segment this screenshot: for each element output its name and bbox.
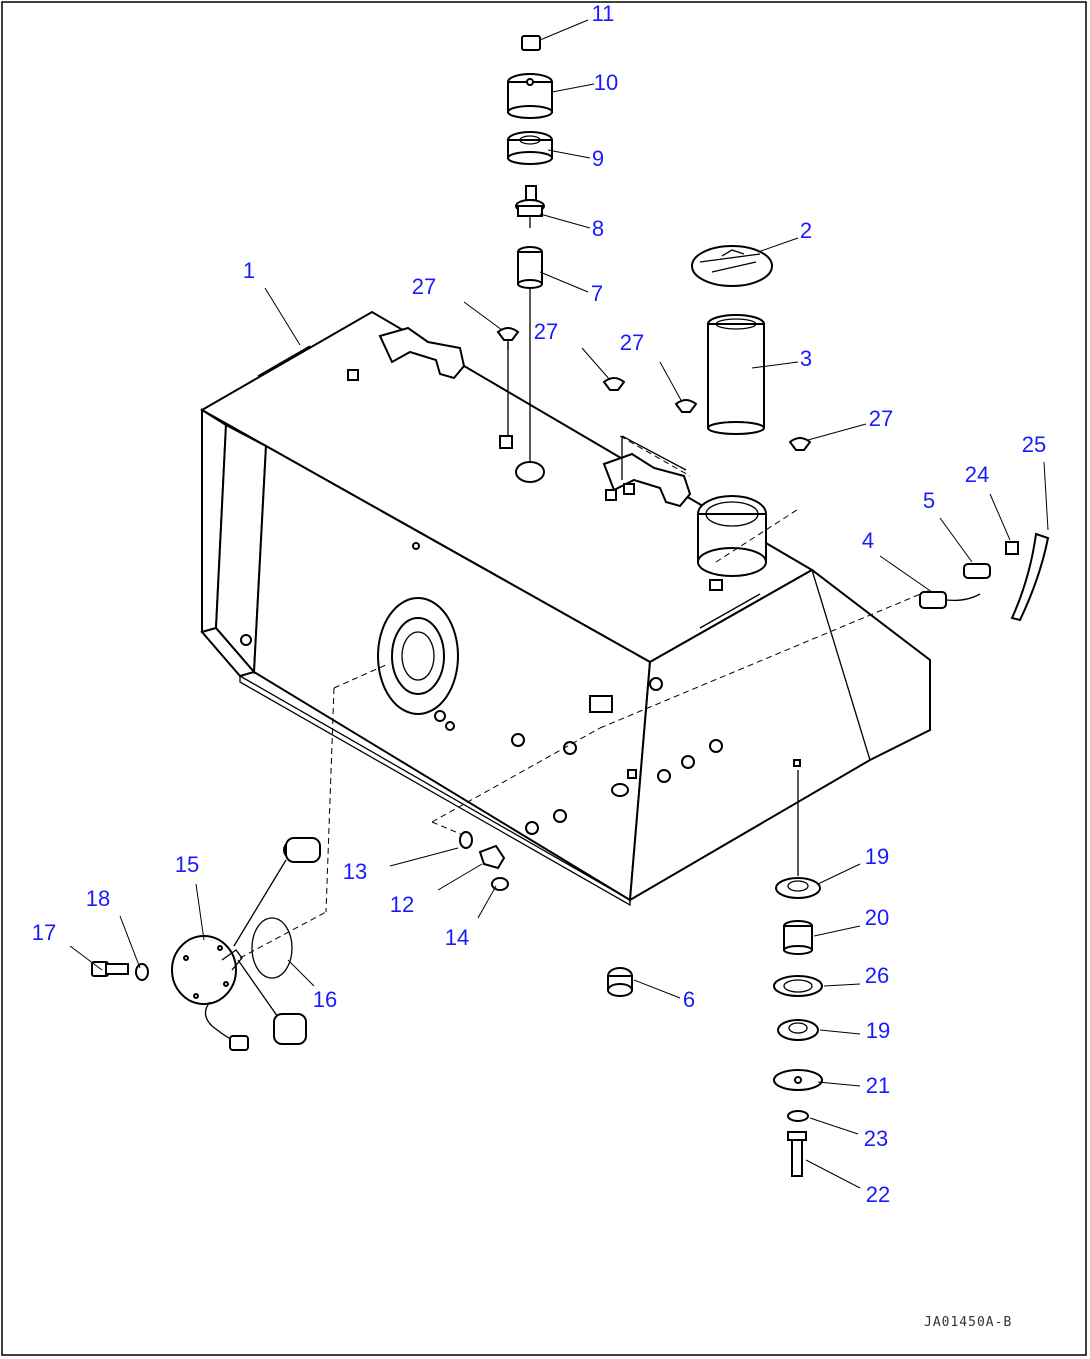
callout-c9: 9 [592,146,604,171]
sender-unit-stack [507,35,553,289]
callout-c20: 20 [865,905,889,930]
callout-c27c: 27 [620,330,644,355]
callout-c23: 23 [864,1126,888,1151]
callout-c17: 17 [32,920,56,945]
callout-leader-c10 [551,83,595,93]
callout-leader-c19 [817,863,861,885]
callout-leader-c21 [817,1081,861,1087]
callout-c11: 11 [592,1,615,26]
callout-c1: 1 [243,258,255,283]
drawing-code: JA01450A-B [924,1315,1012,1330]
callout-c22: 22 [866,1182,890,1207]
callout-c7: 7 [591,281,603,306]
callout-leader-c23 [809,1117,859,1135]
callout-c27b: 27 [534,319,558,344]
callout-leader-c22 [805,1159,861,1189]
callout-c6: 6 [683,987,695,1012]
callout-c16: 16 [313,987,337,1012]
callout-c19: 19 [865,844,889,869]
callout-leader-c16 [287,959,315,987]
plugs-27 [496,327,812,451]
elbow-fitting [459,831,509,891]
callout-c10: 10 [594,70,618,95]
callout-leader-c7 [539,271,589,293]
callout-c13: 13 [343,859,367,884]
callout-c27d: 27 [869,406,893,431]
callout-leader-c14 [477,885,497,919]
callout-c14: 14 [445,925,469,950]
callout-c26: 26 [865,963,889,988]
callout-leader-c25 [1043,461,1049,531]
callout-c4: 4 [862,528,874,553]
callout-leader-c19b [819,1029,861,1035]
mount-stack [773,877,823,1177]
callout-leader-c13 [389,847,459,867]
callout-leader-c27b [581,347,611,381]
callout-leader-c8 [539,213,591,229]
callout-c27a: 27 [412,274,436,299]
fuel-tank-body [199,310,931,907]
callout-leader-c2 [757,237,799,253]
callout-leader-c27a [463,301,503,331]
callout-leader-c11 [539,19,589,41]
callout-c24: 24 [965,462,989,487]
callout-c21: 21 [866,1073,890,1098]
callout-c8: 8 [592,216,604,241]
callout-leader-c26 [823,983,861,987]
callout-c3: 3 [800,346,812,371]
callout-c12: 12 [390,892,414,917]
callout-c25: 25 [1022,432,1046,457]
callout-labels: 1234567891011121314151617181920261921232… [32,1,1049,1207]
callout-leader-c15 [195,883,205,941]
callout-leader-c18 [119,915,141,969]
callout-c5: 5 [923,488,935,513]
callout-c2: 2 [800,218,812,243]
callout-leader-c1 [264,287,301,346]
right-fittings [919,532,1050,622]
drain-plug [607,967,633,997]
fuel-gauge-assembly [91,837,321,1051]
callout-leader-c3 [751,361,799,369]
callout-leader-c6 [633,979,681,999]
callout-leader-c4 [879,555,933,593]
callout-leader-c5 [939,517,973,563]
callout-leader-c9 [547,149,591,159]
callout-leader-c27c [659,361,683,403]
callout-c15: 15 [175,852,199,877]
callout-leader-c12 [437,863,483,891]
callout-c19b: 19 [866,1018,890,1043]
filler-cap-and-strainer [691,245,773,435]
callout-leader-c17 [69,945,103,971]
callout-leader-c27d [807,423,867,441]
callout-leader-c20 [813,925,861,937]
callout-c18: 18 [86,886,110,911]
callout-leader-c24 [989,493,1011,541]
